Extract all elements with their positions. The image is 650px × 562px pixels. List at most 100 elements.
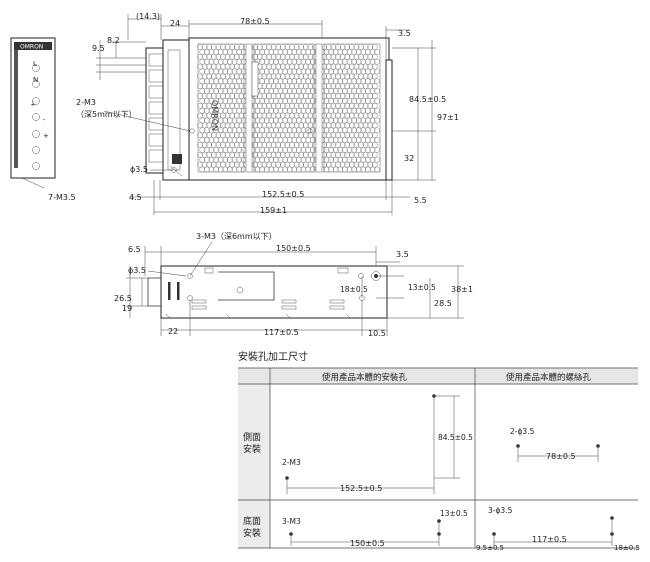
row2-label-line2: 安裝 [243, 527, 261, 539]
vent-hole [261, 73, 268, 80]
vent-hole [289, 93, 295, 99]
vent-hole [273, 107, 279, 114]
vent-hole [346, 98, 353, 104]
vent-hole [231, 127, 238, 134]
vent-hole [323, 156, 330, 163]
vent-hole [217, 117, 224, 124]
vent-hole [323, 78, 330, 85]
vent-hole [305, 49, 311, 55]
vent-hole [213, 49, 219, 55]
dim-14-3: (14.3) [136, 12, 160, 21]
vent-hole [227, 88, 233, 94]
vent-hole [296, 117, 302, 124]
vent-hole [348, 103, 355, 109]
vent-hole [337, 68, 344, 75]
vent-hole [277, 78, 284, 85]
vent-hole [275, 73, 282, 80]
vent-hole [282, 147, 288, 153]
vent-hole [268, 117, 275, 124]
vent-hole [236, 127, 242, 134]
vent-hole [210, 151, 217, 158]
vent-hole [220, 161, 226, 168]
vent-hole [369, 147, 376, 153]
vent-hole [273, 58, 279, 65]
vent-hole [222, 68, 229, 75]
vent-hole [233, 103, 240, 109]
callout-2-m3: 2-M3 [76, 98, 96, 107]
vent-hole [339, 103, 346, 109]
vent-hole [351, 127, 357, 134]
row2-col2-width: 117±0.5 [532, 535, 567, 544]
vent-hole [355, 147, 362, 153]
vent-hole [291, 107, 298, 114]
vent-hole [307, 103, 314, 109]
vent-hole [325, 122, 332, 129]
vent-hole [213, 88, 219, 94]
vent-hole [222, 156, 229, 163]
vent-hole [293, 44, 300, 50]
vent-hole [261, 151, 268, 158]
vent-hole [259, 58, 265, 65]
vent-hole [286, 107, 293, 114]
vent-hole [213, 68, 219, 75]
vent-hole [197, 132, 203, 138]
vent-hole [252, 44, 258, 50]
vent-hole [289, 132, 295, 138]
vent-hole [330, 112, 337, 119]
vent-hole [236, 147, 242, 153]
vent-hole [362, 83, 369, 89]
vent-hole [362, 44, 369, 50]
vent-hole [367, 132, 374, 138]
vent-hole [284, 161, 291, 168]
vent-hole [201, 132, 208, 138]
vent-hole [369, 98, 376, 104]
vent-hole [282, 78, 288, 85]
vent-hole [348, 122, 355, 129]
vent-hole [231, 166, 238, 173]
vent-hole [199, 58, 206, 65]
vent-hole [261, 122, 268, 129]
vent-hole [238, 142, 245, 148]
dim-phi-3-5-front: ϕ3.5 [130, 165, 148, 174]
vent-hole [298, 151, 305, 158]
vent-hole [286, 147, 293, 153]
vent-hole [369, 58, 376, 65]
vent-hole [289, 161, 295, 168]
vent-hole [296, 127, 302, 134]
vent-hole [309, 78, 316, 85]
vent-hole [309, 127, 316, 134]
vent-hole [227, 166, 233, 173]
vent-hole [263, 147, 270, 153]
vent-hole [355, 88, 362, 94]
vent-hole [208, 147, 215, 153]
vent-hole [298, 44, 305, 50]
vent-hole [284, 63, 291, 70]
vent-hole [256, 54, 263, 60]
vent-hole [263, 78, 270, 85]
vent-hole [259, 137, 265, 143]
vent-hole [296, 88, 302, 94]
row1-col1-height: 84.5±0.5 [438, 433, 473, 442]
vent-hole [365, 137, 371, 143]
vent-hole [286, 58, 293, 65]
vent-hole [231, 147, 238, 153]
vent-hole [256, 151, 263, 158]
vent-hole [275, 103, 282, 109]
vent-hole [298, 73, 305, 80]
vent-hole [346, 49, 353, 55]
vent-hole [337, 127, 344, 134]
vent-hole [369, 127, 376, 134]
vent-hole [342, 107, 348, 114]
vent-hole [323, 117, 330, 124]
vent-hole [330, 151, 337, 158]
vent-hole [252, 112, 258, 119]
vent-hole [273, 137, 279, 143]
vent-hole [332, 49, 339, 55]
dim-phi-3-5-bottom: ϕ3.5 [128, 266, 146, 275]
vent-hole [224, 44, 231, 50]
vent-hole [215, 142, 222, 148]
vent-hole [282, 49, 288, 55]
vent-hole [204, 117, 210, 124]
row1-col1-screw: 2-M3 [282, 458, 301, 467]
vent-hole [298, 122, 305, 129]
